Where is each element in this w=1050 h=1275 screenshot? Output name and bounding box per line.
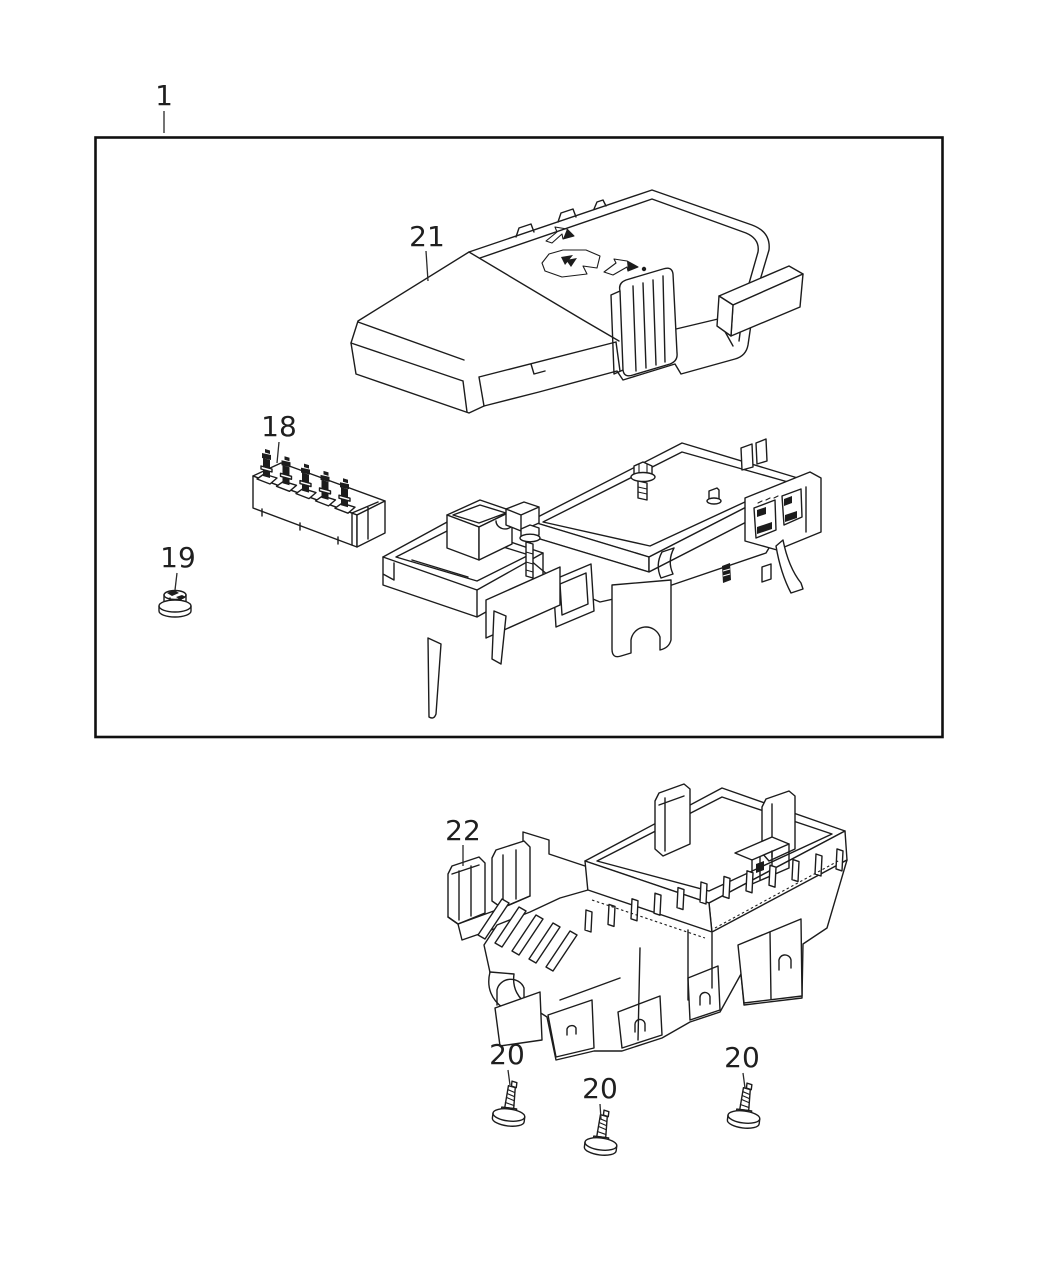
callout-18-leader <box>276 441 280 464</box>
mounting-screw-center <box>582 1107 622 1158</box>
pdc-main-body-drawing <box>382 438 822 719</box>
lower-housing-drawing <box>447 783 848 1061</box>
callout-18-label: 18 <box>261 410 297 443</box>
callout-21-leader <box>425 250 429 282</box>
callout-1: 1 <box>155 79 173 133</box>
cover-release-arrow-icons <box>541 226 647 278</box>
compartment-bolt <box>519 524 541 579</box>
cover-side-tab <box>716 265 804 337</box>
callout-20-right: 20 <box>724 1041 760 1089</box>
callout-20-right-leader <box>742 1072 746 1089</box>
callout-18: 18 <box>261 410 297 464</box>
callout-19-label: 19 <box>160 541 196 574</box>
tray-bolt <box>630 461 656 501</box>
callout-20-right-label: 20 <box>724 1041 760 1074</box>
fuse-box-cover-drawing <box>350 189 804 414</box>
callout-20-center-leader <box>599 1103 602 1120</box>
left-connector-towers <box>447 840 531 941</box>
callout-19-leader <box>174 572 178 591</box>
callout-20-center: 20 <box>582 1072 618 1120</box>
callout-20-left-leader <box>507 1069 511 1086</box>
mounting-screw-left <box>490 1078 530 1129</box>
terminal-stud-block-drawing <box>252 448 386 548</box>
callouts: 1 21 18 19 22 20 20 20 <box>155 79 760 1120</box>
cover-latch-clip <box>610 267 678 377</box>
callout-19: 19 <box>160 541 196 591</box>
assembly-boundary-box <box>94 136 944 739</box>
callout-22: 22 <box>445 814 481 866</box>
callout-20-center-label: 20 <box>582 1072 618 1105</box>
callout-21-label: 21 <box>409 220 445 253</box>
callout-20-left-label: 20 <box>489 1038 525 1071</box>
callout-1-label: 1 <box>155 79 173 112</box>
callout-22-label: 22 <box>445 814 481 847</box>
callout-20-left: 20 <box>489 1038 525 1086</box>
right-connector-bracket <box>744 471 822 594</box>
hex-flange-nut-drawing <box>158 589 192 618</box>
mounting-screw-right <box>725 1080 765 1131</box>
callout-21: 21 <box>409 220 445 282</box>
